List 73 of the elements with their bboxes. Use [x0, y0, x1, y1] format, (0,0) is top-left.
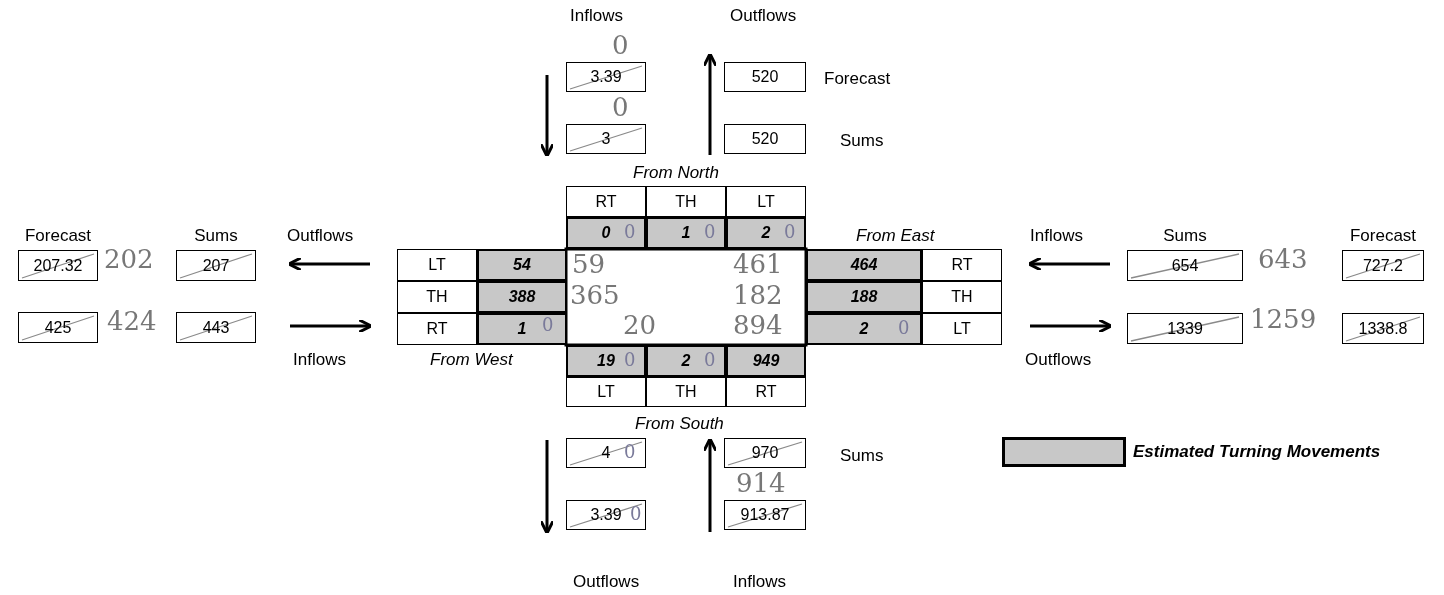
handwritten-note: 182 [733, 280, 783, 310]
value-cell: 520 [724, 62, 806, 92]
value-cell: 520 [724, 124, 806, 154]
movement-header-cell: LT [566, 377, 646, 407]
value-cell: 3.39 [566, 62, 646, 92]
approach-label: From South [635, 414, 724, 434]
row-label: Sums [840, 446, 884, 466]
turning-movement-cell: 388 [477, 281, 567, 313]
handwritten-note: 0 [624, 441, 636, 462]
movement-header-cell: RT [397, 313, 477, 345]
movement-header-cell: RT [922, 249, 1002, 281]
handwritten-note: 1259 [1250, 304, 1317, 334]
handwritten-note: 0 [624, 349, 636, 370]
handwritten-note: 59 [572, 249, 606, 279]
value-cell: 207.32 [18, 250, 98, 281]
value-cell: 654 [1127, 250, 1243, 281]
handwritten-note: 365 [570, 280, 620, 310]
handwritten-note: 0 [704, 221, 716, 242]
approach-label: From West [430, 350, 513, 370]
value-cell: 3 [566, 124, 646, 154]
handwritten-note: 0 [542, 314, 554, 335]
value-cell: 425 [18, 312, 98, 343]
direction-label: Inflows [293, 350, 346, 370]
value-cell: 970 [724, 438, 806, 468]
handwritten-note: 0 [624, 221, 636, 242]
movement-header-cell: TH [397, 281, 477, 313]
direction-label: Outflows [730, 6, 797, 26]
direction-label: Inflows [1030, 226, 1083, 246]
handwritten-note: 894 [733, 310, 783, 340]
handwritten-note: 643 [1258, 244, 1308, 274]
approach-label: From North [633, 163, 719, 183]
value-cell: 1339 [1127, 313, 1243, 344]
direction-label: Outflows [1025, 350, 1092, 370]
approach-label: From East [856, 226, 935, 246]
movement-header-cell: TH [922, 281, 1002, 313]
movement-header-cell: LT [397, 249, 477, 281]
direction-label: Inflows [733, 572, 786, 592]
turning-movement-cell: 464 [806, 249, 922, 281]
movement-header-cell: RT [566, 186, 646, 217]
direction-label: Inflows [570, 6, 623, 26]
value-cell: 1338.8 [1342, 313, 1424, 344]
column-label: Sums [1162, 226, 1208, 246]
movement-header-cell: LT [726, 186, 806, 217]
row-label: Sums [840, 131, 884, 151]
movement-header-cell: LT [922, 313, 1002, 345]
handwritten-note: 0 [630, 503, 642, 524]
direction-label: Outflows [573, 572, 640, 592]
movement-header-cell: RT [726, 377, 806, 407]
movement-header-cell: TH [646, 377, 726, 407]
handwritten-note: 0 [704, 349, 716, 370]
value-cell: 207 [176, 250, 256, 281]
handwritten-note: 202 [104, 244, 154, 274]
handwritten-note: 424 [107, 306, 157, 336]
handwritten-note: 0 [612, 30, 629, 60]
handwritten-note: 0 [612, 92, 629, 122]
value-cell: 727.2 [1342, 250, 1424, 281]
column-label: Forecast [23, 226, 93, 246]
row-label: Forecast [824, 69, 891, 89]
column-label: Sums [193, 226, 239, 246]
turning-movement-cell: 949 [726, 345, 806, 377]
value-cell: 913.87 [724, 500, 806, 530]
turning-movement-cell: 54 [477, 249, 567, 281]
handwritten-note: 914 [736, 468, 786, 498]
handwritten-note: 0 [784, 221, 796, 242]
value-cell: 443 [176, 312, 256, 343]
handwritten-note: 461 [733, 249, 783, 279]
direction-label: Outflows [287, 226, 354, 246]
handwritten-note: 20 [623, 310, 657, 340]
handwritten-note: 0 [898, 317, 910, 338]
turning-movement-cell: 188 [806, 281, 922, 313]
column-label: Forecast [1348, 226, 1418, 246]
legend-label: Estimated Turning Movements [1133, 442, 1381, 462]
movement-header-cell: TH [646, 186, 726, 217]
